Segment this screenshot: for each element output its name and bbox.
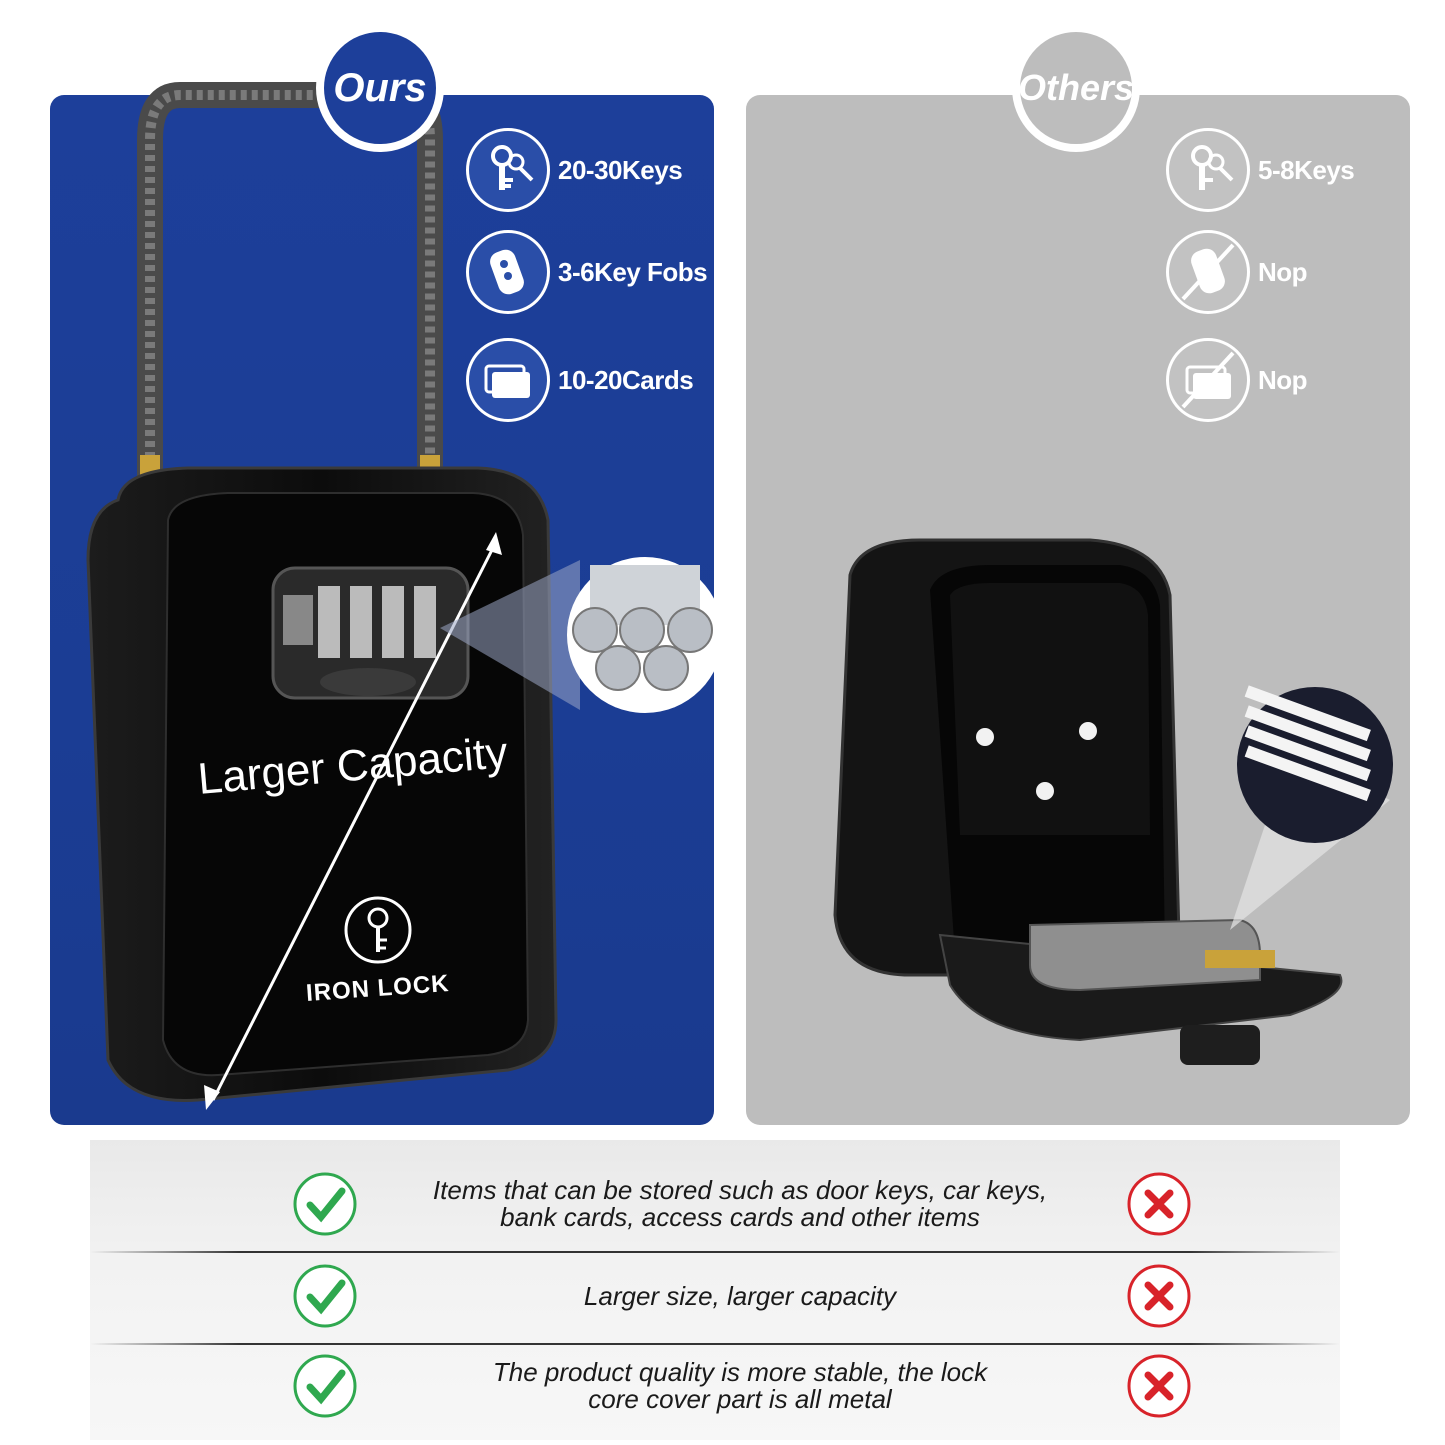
comparison-text-line: The product quality is more stable, the …	[492, 1357, 988, 1387]
steel-cable	[137, 82, 443, 480]
feature-cards-others: Nop	[1166, 338, 1308, 422]
key-fob-icon	[466, 230, 550, 314]
check-icon	[293, 1354, 357, 1418]
comparison-text-line: Items that can be stored such as door ke…	[432, 1175, 1048, 1205]
comparison-text: Items that can be stored such as door ke…	[380, 1177, 1100, 1231]
feature-cards-label: 10-20Cards	[558, 364, 694, 395]
feature-keys-ours: 20-30Keys	[466, 128, 683, 212]
metal-core-zoom	[440, 557, 720, 713]
feature-keys-label: 20-30Keys	[558, 154, 683, 185]
comparison-text-line: bank cards, access cards and other items	[500, 1202, 980, 1232]
keys-icon	[466, 128, 550, 212]
ours-lockbox-image	[86, 466, 558, 1110]
comparison-text-line: Larger size, larger capacity	[583, 1280, 897, 1311]
row-divider	[90, 1343, 1340, 1345]
comparison-row: The product quality is more stable, the …	[90, 1340, 1340, 1432]
cross-icon	[1127, 1354, 1191, 1418]
feature-fobs-others: Nop	[1166, 230, 1308, 314]
ours-badge: Ours	[316, 24, 444, 152]
comparison-text: The product quality is more stable, the …	[380, 1359, 1100, 1413]
cards-icon	[466, 338, 550, 422]
cards-crossed-icon	[1166, 338, 1250, 422]
key-fob-crossed-icon	[1166, 230, 1250, 314]
check-icon	[293, 1172, 357, 1236]
others-badge: Others	[1012, 24, 1140, 152]
ours-badge-label: Ours	[333, 65, 427, 110]
comparison-row: Larger size, larger capacity	[90, 1250, 1340, 1342]
plastic-core-zoom	[1230, 685, 1393, 930]
comparison-text-line: core cover part is all metal	[588, 1384, 892, 1414]
feature-keys-others-label: 5-8Keys	[1258, 154, 1355, 185]
feature-cards-others-label: Nop	[1258, 364, 1308, 395]
feature-keys-others: 5-8Keys	[1166, 128, 1355, 212]
feature-fobs-label: 3-6Key Fobs	[558, 256, 708, 287]
comparison-row: Items that can be stored such as door ke…	[90, 1158, 1340, 1250]
others-badge-label: Others	[1017, 67, 1135, 108]
cross-icon	[1127, 1264, 1191, 1328]
keys-icon	[1166, 128, 1250, 212]
feature-fobs-ours: 3-6Key Fobs	[466, 230, 708, 314]
check-icon	[293, 1264, 357, 1328]
cross-icon	[1127, 1172, 1191, 1236]
comparison-text: Larger size, larger capacity	[380, 1280, 1100, 1311]
others-lockbox-image	[833, 538, 1343, 1065]
row-divider	[90, 1251, 1340, 1253]
feature-cards-ours: 10-20Cards	[466, 338, 694, 422]
feature-fobs-others-label: Nop	[1258, 256, 1308, 287]
